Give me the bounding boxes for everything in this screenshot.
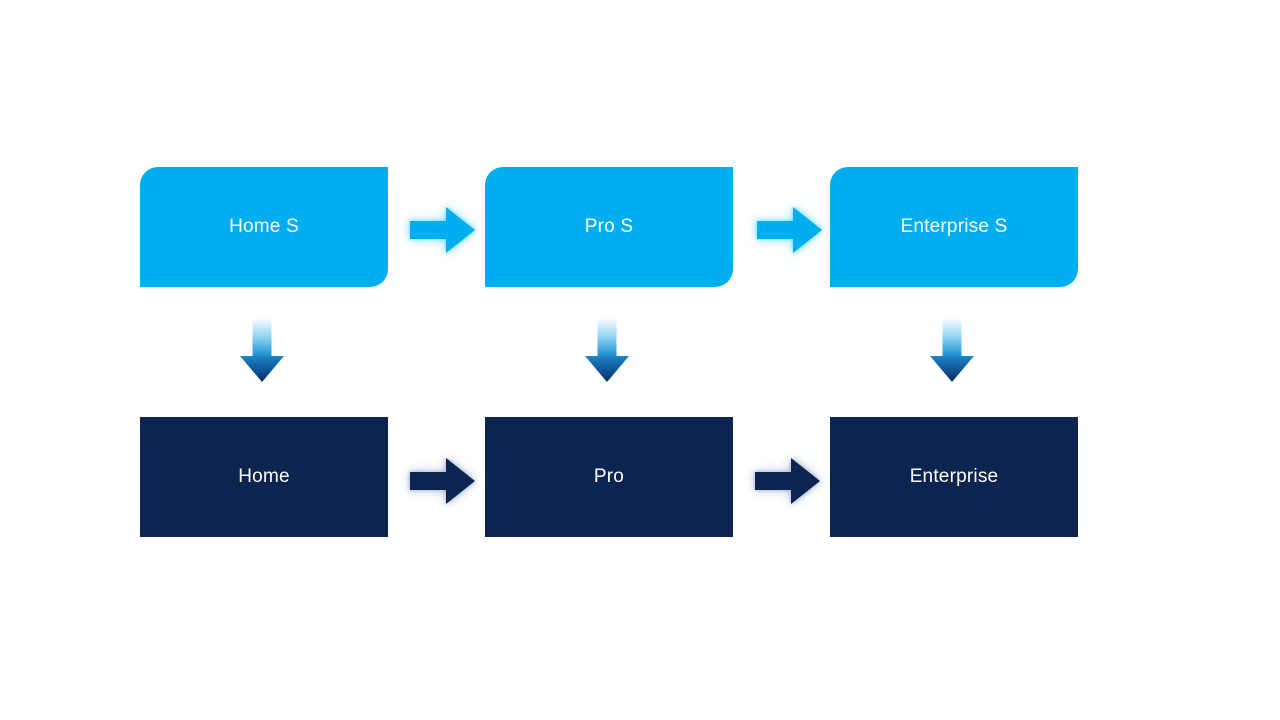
down-arrow-shape bbox=[585, 318, 629, 382]
node-enterprise: Enterprise bbox=[830, 417, 1078, 537]
right-arrow-icon-pros-to-enterprises bbox=[757, 207, 822, 253]
right-arrow-shape bbox=[410, 458, 475, 504]
down-arrow-icon-homes-to-home bbox=[240, 318, 284, 382]
node-home: Home bbox=[140, 417, 388, 537]
node-home-s: Home S bbox=[140, 167, 388, 287]
node-enterprise-s: Enterprise S bbox=[830, 167, 1078, 287]
down-arrow-icon-enterprises-to-enterprise bbox=[930, 318, 974, 382]
node-pro-s-label: Pro S bbox=[584, 216, 634, 237]
node-pro-label: Pro bbox=[593, 466, 625, 487]
right-arrow-shape bbox=[755, 458, 820, 504]
right-arrow-shape bbox=[410, 207, 475, 253]
down-arrow-shape bbox=[930, 318, 974, 382]
down-arrow-shape bbox=[240, 318, 284, 382]
node-pro: Pro bbox=[485, 417, 733, 537]
node-home-s-label: Home S bbox=[229, 216, 299, 237]
node-enterprise-label: Enterprise bbox=[909, 466, 999, 487]
right-arrow-shape bbox=[757, 207, 822, 253]
node-enterprise-s-label: Enterprise S bbox=[900, 216, 1008, 237]
right-arrow-icon-homes-to-pros bbox=[410, 207, 475, 253]
down-arrow-icon-pros-to-pro bbox=[585, 318, 629, 382]
right-arrow-icon-pro-to-enterprise bbox=[755, 458, 820, 504]
node-home-label: Home bbox=[238, 466, 290, 487]
right-arrow-icon-home-to-pro bbox=[410, 458, 475, 504]
node-pro-s: Pro S bbox=[485, 167, 733, 287]
